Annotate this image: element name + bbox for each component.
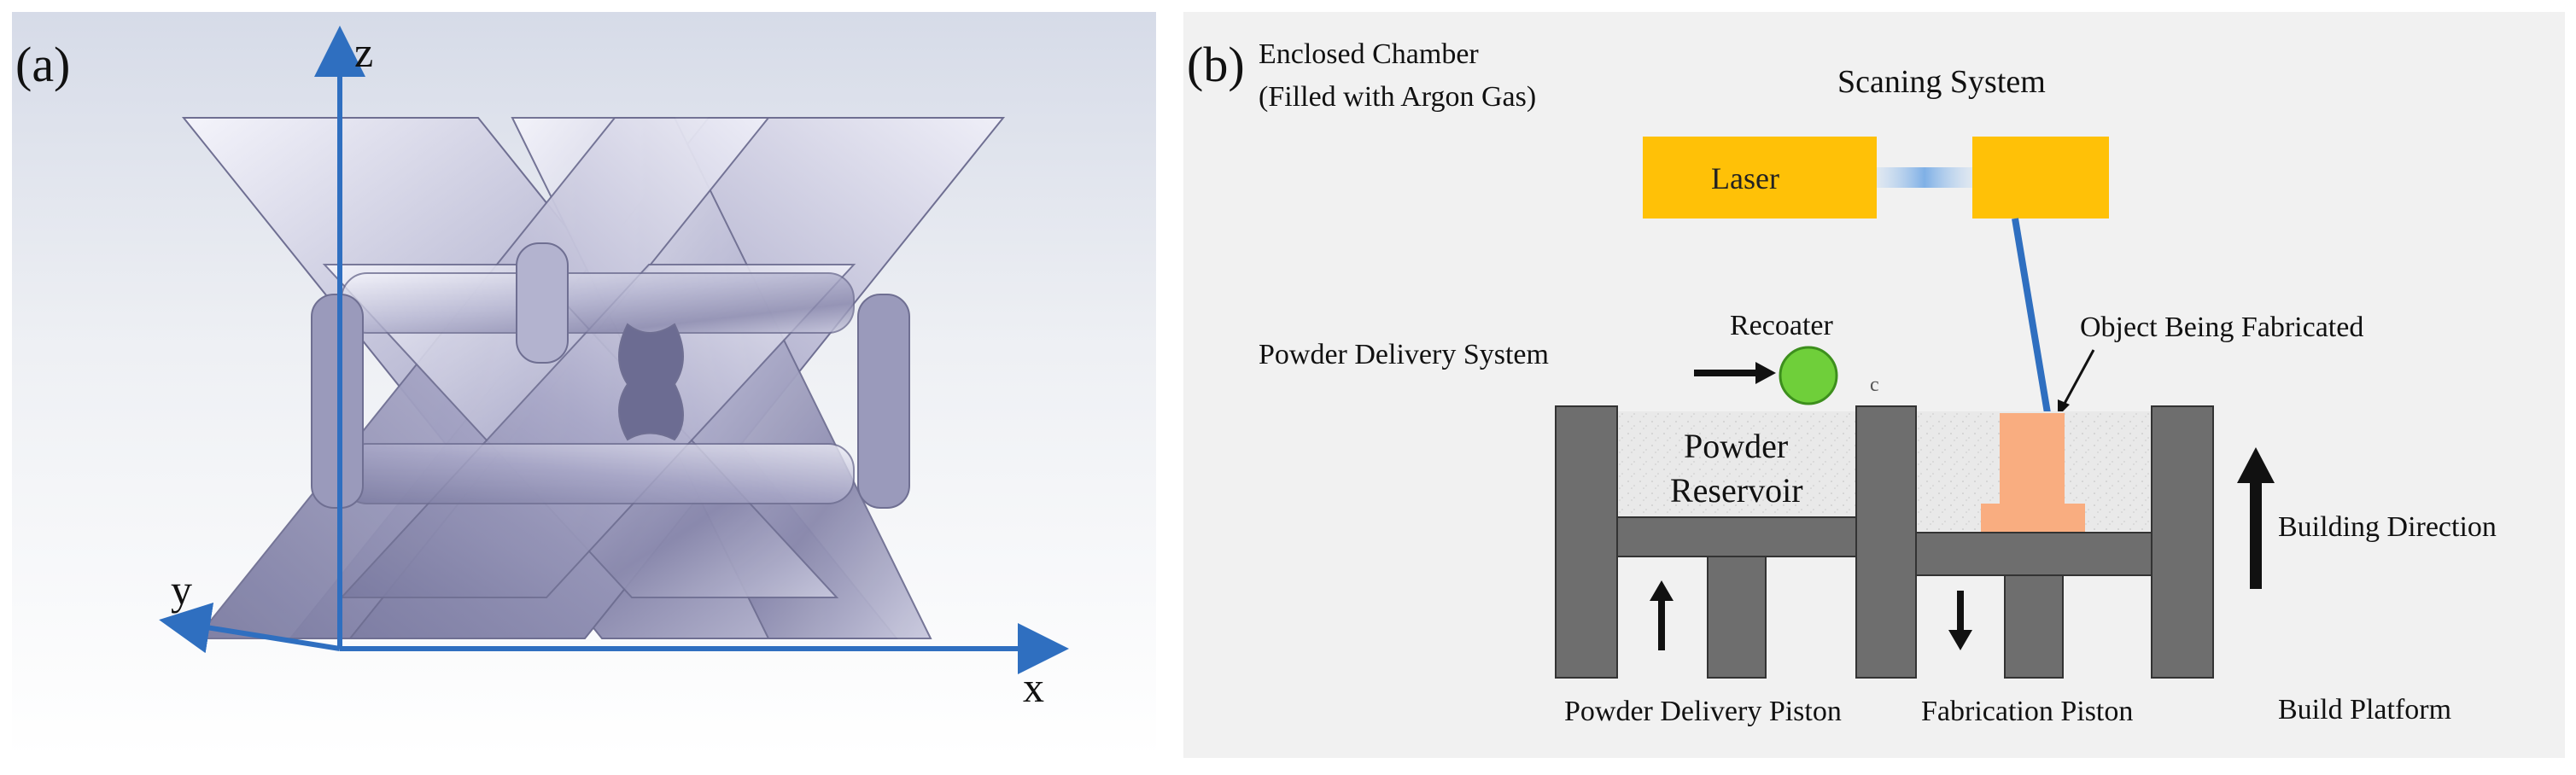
reservoir-label-line2: Reservoir bbox=[1670, 471, 1803, 510]
panel-a-label: (a) bbox=[15, 37, 70, 92]
recoater-mark: c bbox=[1870, 374, 1879, 396]
powder-delivery-piston-label: Powder Delivery Piston bbox=[1564, 696, 1842, 727]
x-axis-label: x bbox=[1023, 663, 1044, 711]
recoater-label: Recoater bbox=[1730, 310, 1833, 341]
panel-b-label: (b) bbox=[1187, 37, 1245, 92]
laser-box bbox=[1643, 137, 1877, 219]
y-axis bbox=[159, 602, 341, 654]
build-platform-label: Build Platform bbox=[2278, 694, 2451, 725]
panel-a: (a) z x y bbox=[12, 12, 1156, 758]
scanner-box bbox=[1972, 137, 2109, 219]
chamber-note: (Filled with Argon Gas) bbox=[1259, 81, 1536, 113]
object-pointer bbox=[2059, 349, 2095, 411]
fabrication-piston-label: Fabrication Piston bbox=[1921, 696, 2133, 727]
y-axis-label: y bbox=[171, 566, 192, 614]
object-top bbox=[2000, 413, 2065, 507]
scanning-system-label: Scaning System bbox=[1837, 64, 2046, 100]
reservoir-powder bbox=[1617, 411, 1856, 517]
reservoir-label-line1: Powder bbox=[1684, 427, 1788, 465]
reservoir-up-arrow-head bbox=[1650, 580, 1674, 601]
building-direction-label: Building Direction bbox=[2278, 511, 2497, 543]
panel-b: (b) Enclosed Chamber (Filled with Argon … bbox=[1183, 12, 2565, 758]
powder-delivery-system-label: Powder Delivery System bbox=[1259, 339, 1549, 370]
wall-left bbox=[1555, 405, 1618, 679]
building-direction-arrow-head bbox=[2237, 447, 2275, 483]
fabrication-piston-rod bbox=[2004, 574, 2064, 679]
object-base bbox=[1981, 504, 2085, 536]
axes-3d: z x y bbox=[159, 26, 1069, 711]
reservoir-piston-rod bbox=[1707, 556, 1767, 679]
laser-beam-horizontal bbox=[1877, 167, 1972, 188]
reservoir-piston-plate bbox=[1616, 516, 1857, 557]
chamber-title: Enclosed Chamber bbox=[1259, 38, 1479, 70]
laser-label: Laser bbox=[1711, 161, 1779, 195]
fabrication-down-arrow-head bbox=[1948, 630, 1972, 650]
recoater-arrow-head bbox=[1755, 362, 1776, 384]
wall-middle bbox=[1855, 405, 1917, 679]
recoater-roller bbox=[1779, 346, 1838, 405]
z-axis-label: z bbox=[354, 28, 373, 76]
wall-right bbox=[2151, 405, 2214, 679]
fabrication-piston-plate bbox=[1915, 532, 2153, 576]
laser-beam-to-object bbox=[2012, 218, 2051, 414]
object-label: Object Being Fabricated bbox=[2080, 312, 2363, 343]
